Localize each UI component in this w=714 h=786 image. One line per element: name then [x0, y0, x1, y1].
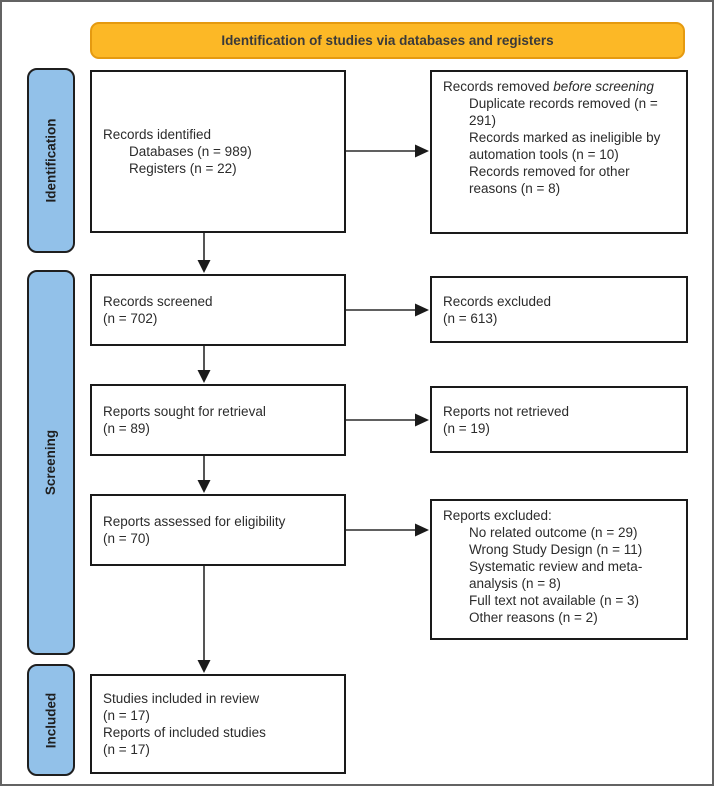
- box-line: Reports not retrieved: [443, 403, 570, 419]
- box-line: (n = 702): [103, 311, 158, 326]
- box-line: (n = 19): [443, 420, 490, 436]
- box-line: (n = 613): [443, 310, 498, 326]
- box-line: (n = 17): [103, 708, 150, 723]
- stage-label-included-text: Included: [43, 692, 59, 748]
- box-line: (n = 70): [103, 531, 150, 546]
- box-title-regular: Records removed: [443, 79, 554, 94]
- arrow-assessed-to-reports-excluded: [346, 523, 429, 537]
- box-title-italic: before screening: [553, 79, 654, 94]
- banner: Identification of studies via databases …: [90, 22, 685, 59]
- arrow-screened-to-excluded: [346, 303, 429, 317]
- box-studies-included: Studies included in review (n = 17) Repo…: [90, 674, 346, 774]
- box-line: Full text not available (n = 3): [469, 593, 639, 608]
- box-line: Records marked as ineligible by automati…: [469, 130, 661, 162]
- arrow-sought-to-assessed: [197, 456, 211, 493]
- box-line: Wrong Study Design (n = 11): [469, 542, 643, 557]
- stage-label-identification-text: Identification: [43, 118, 59, 203]
- stage-label-identification: Identification: [27, 68, 75, 253]
- box-records-removed-before-screening: Records removed before screening Duplica…: [430, 70, 688, 234]
- box-line: Reports of included studies: [103, 725, 266, 740]
- box-title: Records identified: [103, 127, 212, 142]
- box-line: Reports sought for retrieval: [103, 404, 266, 419]
- box-line: Reports assessed for eligibility: [103, 514, 286, 529]
- box-records-excluded: Records excluded (n = 613): [430, 276, 688, 343]
- stage-label-screening-text: Screening: [43, 429, 59, 496]
- box-line: Records screened: [103, 294, 213, 309]
- box-line: Systematic review and meta-analysis (n =…: [469, 559, 643, 591]
- box-line: (n = 89): [103, 421, 150, 436]
- box-reports-not-retrieved: Reports not retrieved (n = 19): [430, 386, 688, 453]
- box-line: Databases (n = 989): [129, 144, 252, 159]
- box-title: Reports excluded:: [443, 508, 552, 523]
- banner-label: Identification of studies via databases …: [221, 33, 554, 48]
- box-line: Other reasons (n = 2): [469, 610, 598, 625]
- box-line: Registers (n = 22): [129, 161, 237, 176]
- box-line: Studies included in review: [103, 691, 260, 706]
- box-reports-excluded: Reports excluded: No related outcome (n …: [430, 499, 688, 640]
- box-reports-sought: Reports sought for retrieval (n = 89): [90, 384, 346, 456]
- stage-label-included: Included: [27, 664, 75, 776]
- box-records-screened: Records screened (n = 702): [90, 274, 346, 346]
- box-reports-assessed: Reports assessed for eligibility (n = 70…: [90, 494, 346, 566]
- box-line: Records excluded: [443, 293, 552, 309]
- box-line: (n = 17): [103, 742, 150, 757]
- box-line: Records removed for other reasons (n = 8…: [469, 164, 630, 196]
- arrow-assessed-to-included: [197, 566, 211, 673]
- box-records-identified: Records identified Databases (n = 989) R…: [90, 70, 346, 233]
- arrow-identified-to-screened: [197, 233, 211, 273]
- stage-label-screening: Screening: [27, 270, 75, 655]
- box-title: Records removed before screening: [443, 78, 678, 95]
- arrow-sought-to-not-retrieved: [346, 413, 429, 427]
- box-line: No related outcome (n = 29): [469, 525, 638, 540]
- arrow-screened-to-sought: [197, 346, 211, 383]
- arrow-identified-to-removed: [346, 144, 429, 158]
- box-line: Duplicate records removed (n = 291): [469, 96, 658, 128]
